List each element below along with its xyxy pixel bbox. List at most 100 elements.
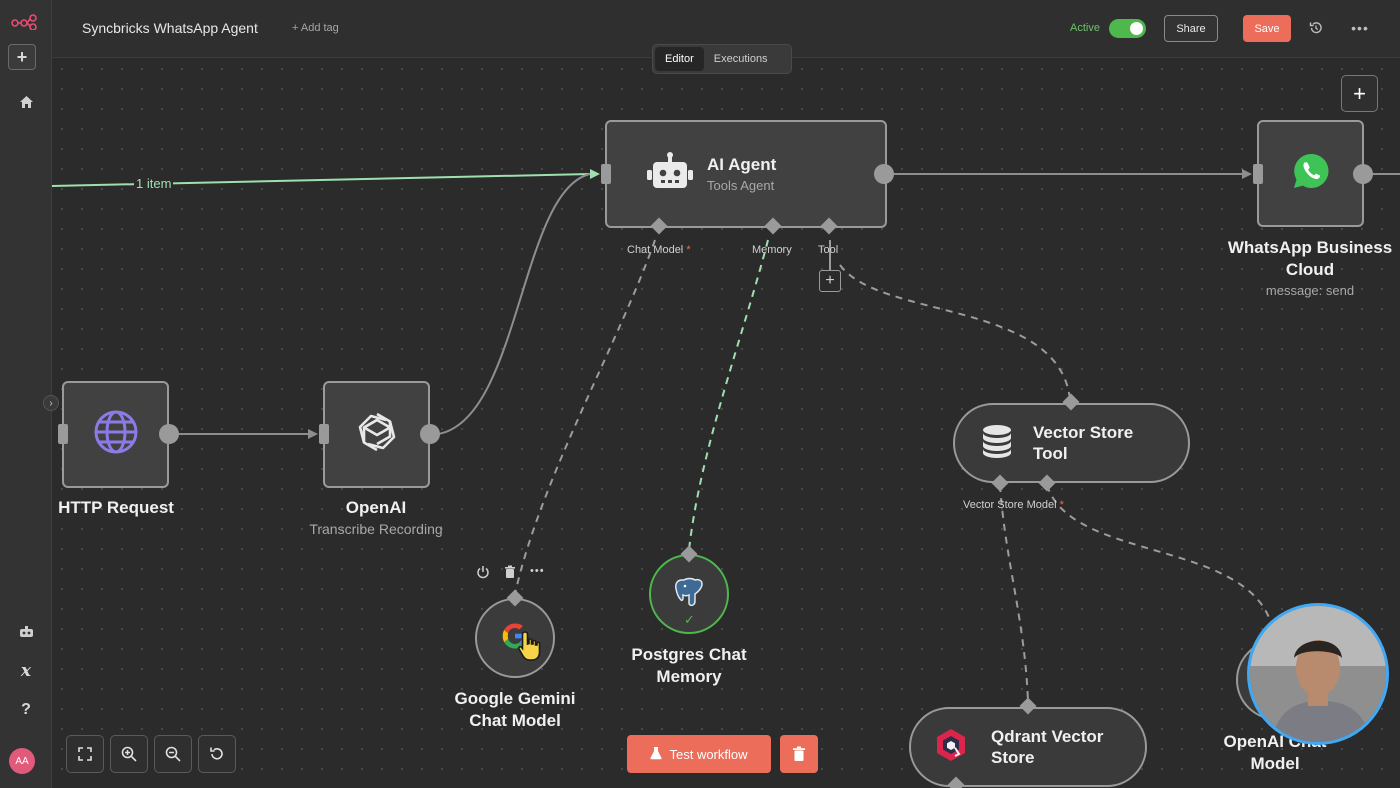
ai-agent-labels: AI Agent Tools Agent (707, 155, 776, 193)
postgres-node[interactable]: ✓ (649, 554, 729, 634)
qdrant-icon (935, 728, 967, 767)
save-button[interactable]: Save (1243, 15, 1291, 42)
openai-icon (354, 409, 400, 460)
whatsapp-title: WhatsApp Business Cloud (1215, 237, 1400, 281)
reset-zoom-button[interactable] (198, 735, 236, 773)
zoom-in-button[interactable] (110, 735, 148, 773)
ai-agent-title: AI Agent (707, 155, 777, 174)
webcam-overlay (1247, 603, 1389, 745)
add-node-button[interactable]: + (1341, 75, 1378, 112)
tab-editor[interactable]: Editor (655, 47, 704, 71)
vector-store-port-text: Vector Store (963, 499, 1024, 511)
openai-subtitle: Transcribe Recording (309, 521, 443, 537)
more-icon[interactable]: ••• (530, 565, 545, 577)
memory-edge[interactable] (688, 239, 769, 551)
whatsapp-node[interactable] (1257, 120, 1364, 227)
postgres-title-line1: Postgres Chat (631, 645, 747, 664)
http-input-port[interactable] (58, 424, 68, 444)
add-tag-link[interactable]: + Add tag (292, 22, 339, 34)
gemini-node[interactable] (475, 598, 555, 678)
avatar[interactable]: AA (9, 748, 35, 774)
chat-model-edge[interactable] (514, 239, 656, 595)
left-sidebar: + x ? AA (0, 0, 52, 788)
n8n-logo-icon[interactable] (8, 6, 44, 38)
zoom-in-icon (121, 746, 137, 762)
globe-icon (93, 409, 139, 460)
ai-agent-node[interactable]: AI Agent Tools Agent (605, 120, 887, 228)
power-icon[interactable] (476, 565, 490, 582)
clear-execution-button[interactable] (780, 735, 818, 773)
flask-icon (650, 746, 663, 763)
qdrant-node[interactable]: Qdrant Vector Store (909, 707, 1147, 787)
database-icon (981, 424, 1013, 463)
vector-store-port-label: Vector Store Model * (963, 499, 1064, 511)
incoming-edge-arrow (590, 169, 600, 179)
postgres-elephant-icon (673, 576, 705, 613)
gemini-title: Google Gemini Chat Model (430, 688, 600, 732)
add-tool-button[interactable]: + (819, 270, 841, 292)
whatsapp-subtitle: message: send (1265, 283, 1355, 298)
toggle-knob (1130, 22, 1143, 35)
tool-edge[interactable] (839, 264, 1071, 401)
openai-output-port[interactable] (420, 424, 440, 444)
templates-icon[interactable] (8, 616, 44, 648)
vector-store-tool-node[interactable]: Vector Store Tool (953, 403, 1190, 483)
history-icon[interactable] (1306, 18, 1326, 38)
test-workflow-button[interactable]: Test workflow (627, 735, 771, 773)
trash-icon[interactable] (504, 565, 516, 582)
ai-agent-input-port[interactable] (601, 164, 611, 184)
presenter-image (1250, 606, 1386, 742)
http-output-port[interactable] (159, 424, 179, 444)
add-workflow-button[interactable]: + (8, 44, 36, 70)
fit-view-icon (78, 747, 92, 761)
memory-port-label: Memory (752, 244, 792, 256)
tab-executions[interactable]: Executions (713, 53, 768, 65)
ai-agent-box[interactable]: AI Agent Tools Agent (605, 120, 887, 228)
home-icon[interactable] (8, 86, 44, 118)
active-toggle[interactable] (1109, 19, 1146, 38)
vector-store-tool-title: Vector Store Tool (1033, 422, 1133, 464)
whatsapp-title-line2: Cloud (1285, 260, 1335, 279)
ai-agent-subtitle: Tools Agent (707, 178, 775, 193)
node-toolbar: ••• (476, 565, 545, 582)
whatsapp-output-port[interactable] (1353, 164, 1373, 184)
openai-chat-title-line2: Model (1250, 754, 1300, 773)
variables-icon[interactable]: x (20, 661, 32, 681)
gemini-title-line1: Google Gemini (454, 689, 576, 708)
workflow-name[interactable]: Syncbricks WhatsApp Agent (82, 20, 258, 36)
http-request-node[interactable] (62, 381, 169, 488)
qdrant-title-line1: Qdrant Vector (991, 727, 1104, 746)
postgres-title: Postgres Chat Memory (604, 644, 774, 688)
more-options-icon[interactable]: ••• (1351, 20, 1369, 36)
tool-port-label: Tool (818, 244, 839, 256)
qdrant-title: Qdrant Vector Store (991, 726, 1103, 768)
postgres-title-line2: Memory (656, 667, 722, 686)
success-check-icon: ✓ (684, 612, 695, 627)
incoming-edge[interactable] (51, 173, 591, 187)
vector-store-tool-title-line2: Tool (1033, 444, 1068, 463)
chat-model-port-label: Chat Model * (627, 244, 691, 256)
model-edge[interactable] (1046, 484, 1271, 621)
openai-title: OpenAI (345, 498, 407, 517)
edge-item-count: 1 item (134, 176, 174, 191)
zoom-fit-button[interactable] (66, 735, 104, 773)
openai-node[interactable] (323, 381, 430, 488)
openai-agent-edge[interactable] (437, 173, 591, 435)
hand-cursor-icon (517, 630, 543, 667)
http-request-title: HTTP Request (58, 498, 174, 517)
share-button[interactable]: Share (1164, 15, 1218, 42)
expand-sidebar-icon[interactable]: › (43, 395, 59, 411)
trash-icon (793, 746, 805, 761)
vector-store-edge[interactable] (999, 484, 1029, 703)
ai-agent-output-port[interactable] (874, 164, 894, 184)
required-marker: * (686, 244, 691, 256)
zoom-out-button[interactable] (154, 735, 192, 773)
test-workflow-label: Test workflow (669, 746, 748, 762)
help-icon[interactable]: ? (21, 701, 31, 718)
robot-icon (647, 151, 693, 197)
whatsapp-input-port[interactable] (1253, 164, 1263, 184)
whatsapp-title-line1: WhatsApp Business (1227, 238, 1393, 257)
openai-input-port[interactable] (319, 424, 329, 444)
